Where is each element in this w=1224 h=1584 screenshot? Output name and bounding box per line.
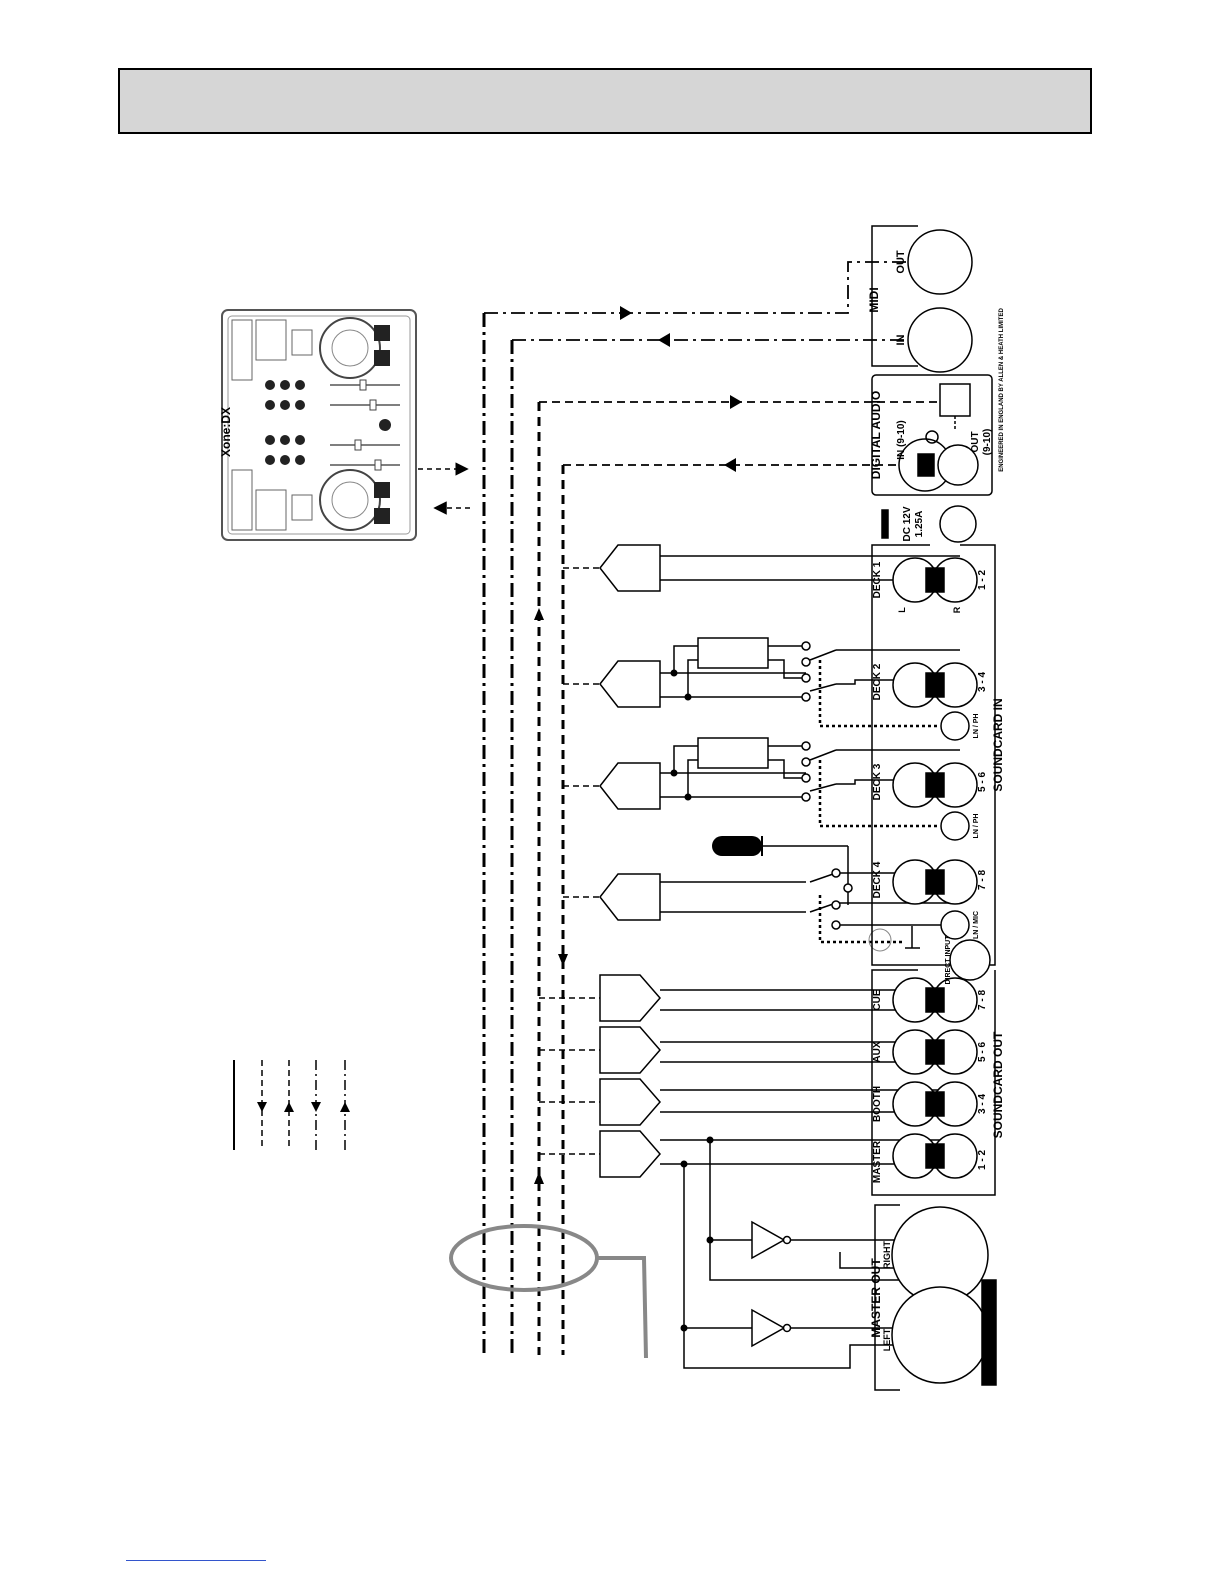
panel-engraving: ENGINEERED IN ENGLAND BY ALLEN & HEATH L… xyxy=(999,308,1005,472)
soundcard-out-title: SOUNDCARD OUT xyxy=(991,1031,1005,1138)
deck-1-label: DECK 1 xyxy=(872,561,883,598)
master-channels: 1 - 2 xyxy=(977,1150,988,1170)
cue-label: CUE xyxy=(872,989,883,1010)
input-amp-deck-1 xyxy=(599,544,661,592)
deck-3-label: DECK 3 xyxy=(872,763,883,800)
midi-title: MIDI xyxy=(867,287,881,312)
deck-1-channels: 1 - 2 xyxy=(977,570,988,590)
midi-in-label: IN xyxy=(895,334,907,345)
soundcard-in-title: SOUNDCARD IN xyxy=(991,698,1005,791)
jack-left-label: L xyxy=(897,607,907,613)
digital-audio-out-label: OUT xyxy=(970,431,981,452)
power-rating-current: 1.25A xyxy=(914,511,925,538)
master-out-left-xlr xyxy=(891,1286,989,1384)
deck-2-channels: 3 - 4 xyxy=(977,672,988,692)
direct-input-label: DIRECT INPUT xyxy=(945,935,952,985)
highlight-callout xyxy=(449,1224,648,1359)
digital-audio-out-channels: (9-10) xyxy=(982,429,993,456)
cue-channels: 7 - 8 xyxy=(977,990,988,1010)
deck-4-switch-label: LN / MIC xyxy=(973,911,980,939)
jog-wheel-icon xyxy=(319,317,381,379)
aux-channels: 5 - 6 xyxy=(977,1042,988,1062)
input-amp-deck-3 xyxy=(599,762,661,810)
header-bar xyxy=(118,68,1092,134)
digital-audio-title: DIGITAL AUDIO xyxy=(869,391,883,479)
dc-power-socket xyxy=(939,505,977,543)
midi-in-socket xyxy=(907,307,973,373)
digital-audio-in-label: IN (9-10) xyxy=(896,420,907,459)
power-rating-voltage: DC 12V xyxy=(902,506,913,541)
footer-link-underline xyxy=(126,1560,266,1561)
device-brand-label: Xone:DX xyxy=(219,407,233,457)
master-label: MASTER xyxy=(872,1140,883,1183)
midi-out-label: OUT xyxy=(895,250,907,274)
microphone-icon xyxy=(712,836,848,856)
jog-wheel-icon xyxy=(319,469,381,531)
jack-right-label: R xyxy=(952,606,962,613)
master-out-title: MASTER OUT xyxy=(869,1258,883,1338)
booth-label: BOOTH xyxy=(872,1086,883,1122)
output-amp-aux xyxy=(599,1026,661,1074)
deck-2-label: DECK 2 xyxy=(872,663,883,700)
deck-3-switch-label: LN / PH xyxy=(973,814,980,839)
deck-3-channels: 5 - 6 xyxy=(977,772,988,792)
input-amp-deck-4 xyxy=(599,873,661,921)
output-amp-master xyxy=(599,1130,661,1178)
deck-2-switch-label: LN / PH xyxy=(973,714,980,739)
input-amp-deck-2 xyxy=(599,660,661,708)
master-out-right-label: RIGHT xyxy=(882,1241,892,1270)
output-amp-booth xyxy=(599,1078,661,1126)
deck-4-channels: 7 - 8 xyxy=(977,870,988,890)
rear-panel xyxy=(871,225,997,1391)
deck-4-label: DECK 4 xyxy=(872,861,883,898)
aux-label: AUX xyxy=(872,1041,883,1062)
xone-dx-controller: Xone:DX xyxy=(219,309,417,541)
midi-out-socket xyxy=(907,229,973,295)
booth-channels: 3 - 4 xyxy=(977,1094,988,1114)
master-out-left-label: LEFT xyxy=(882,1328,892,1351)
output-amp-cue xyxy=(599,974,661,1022)
